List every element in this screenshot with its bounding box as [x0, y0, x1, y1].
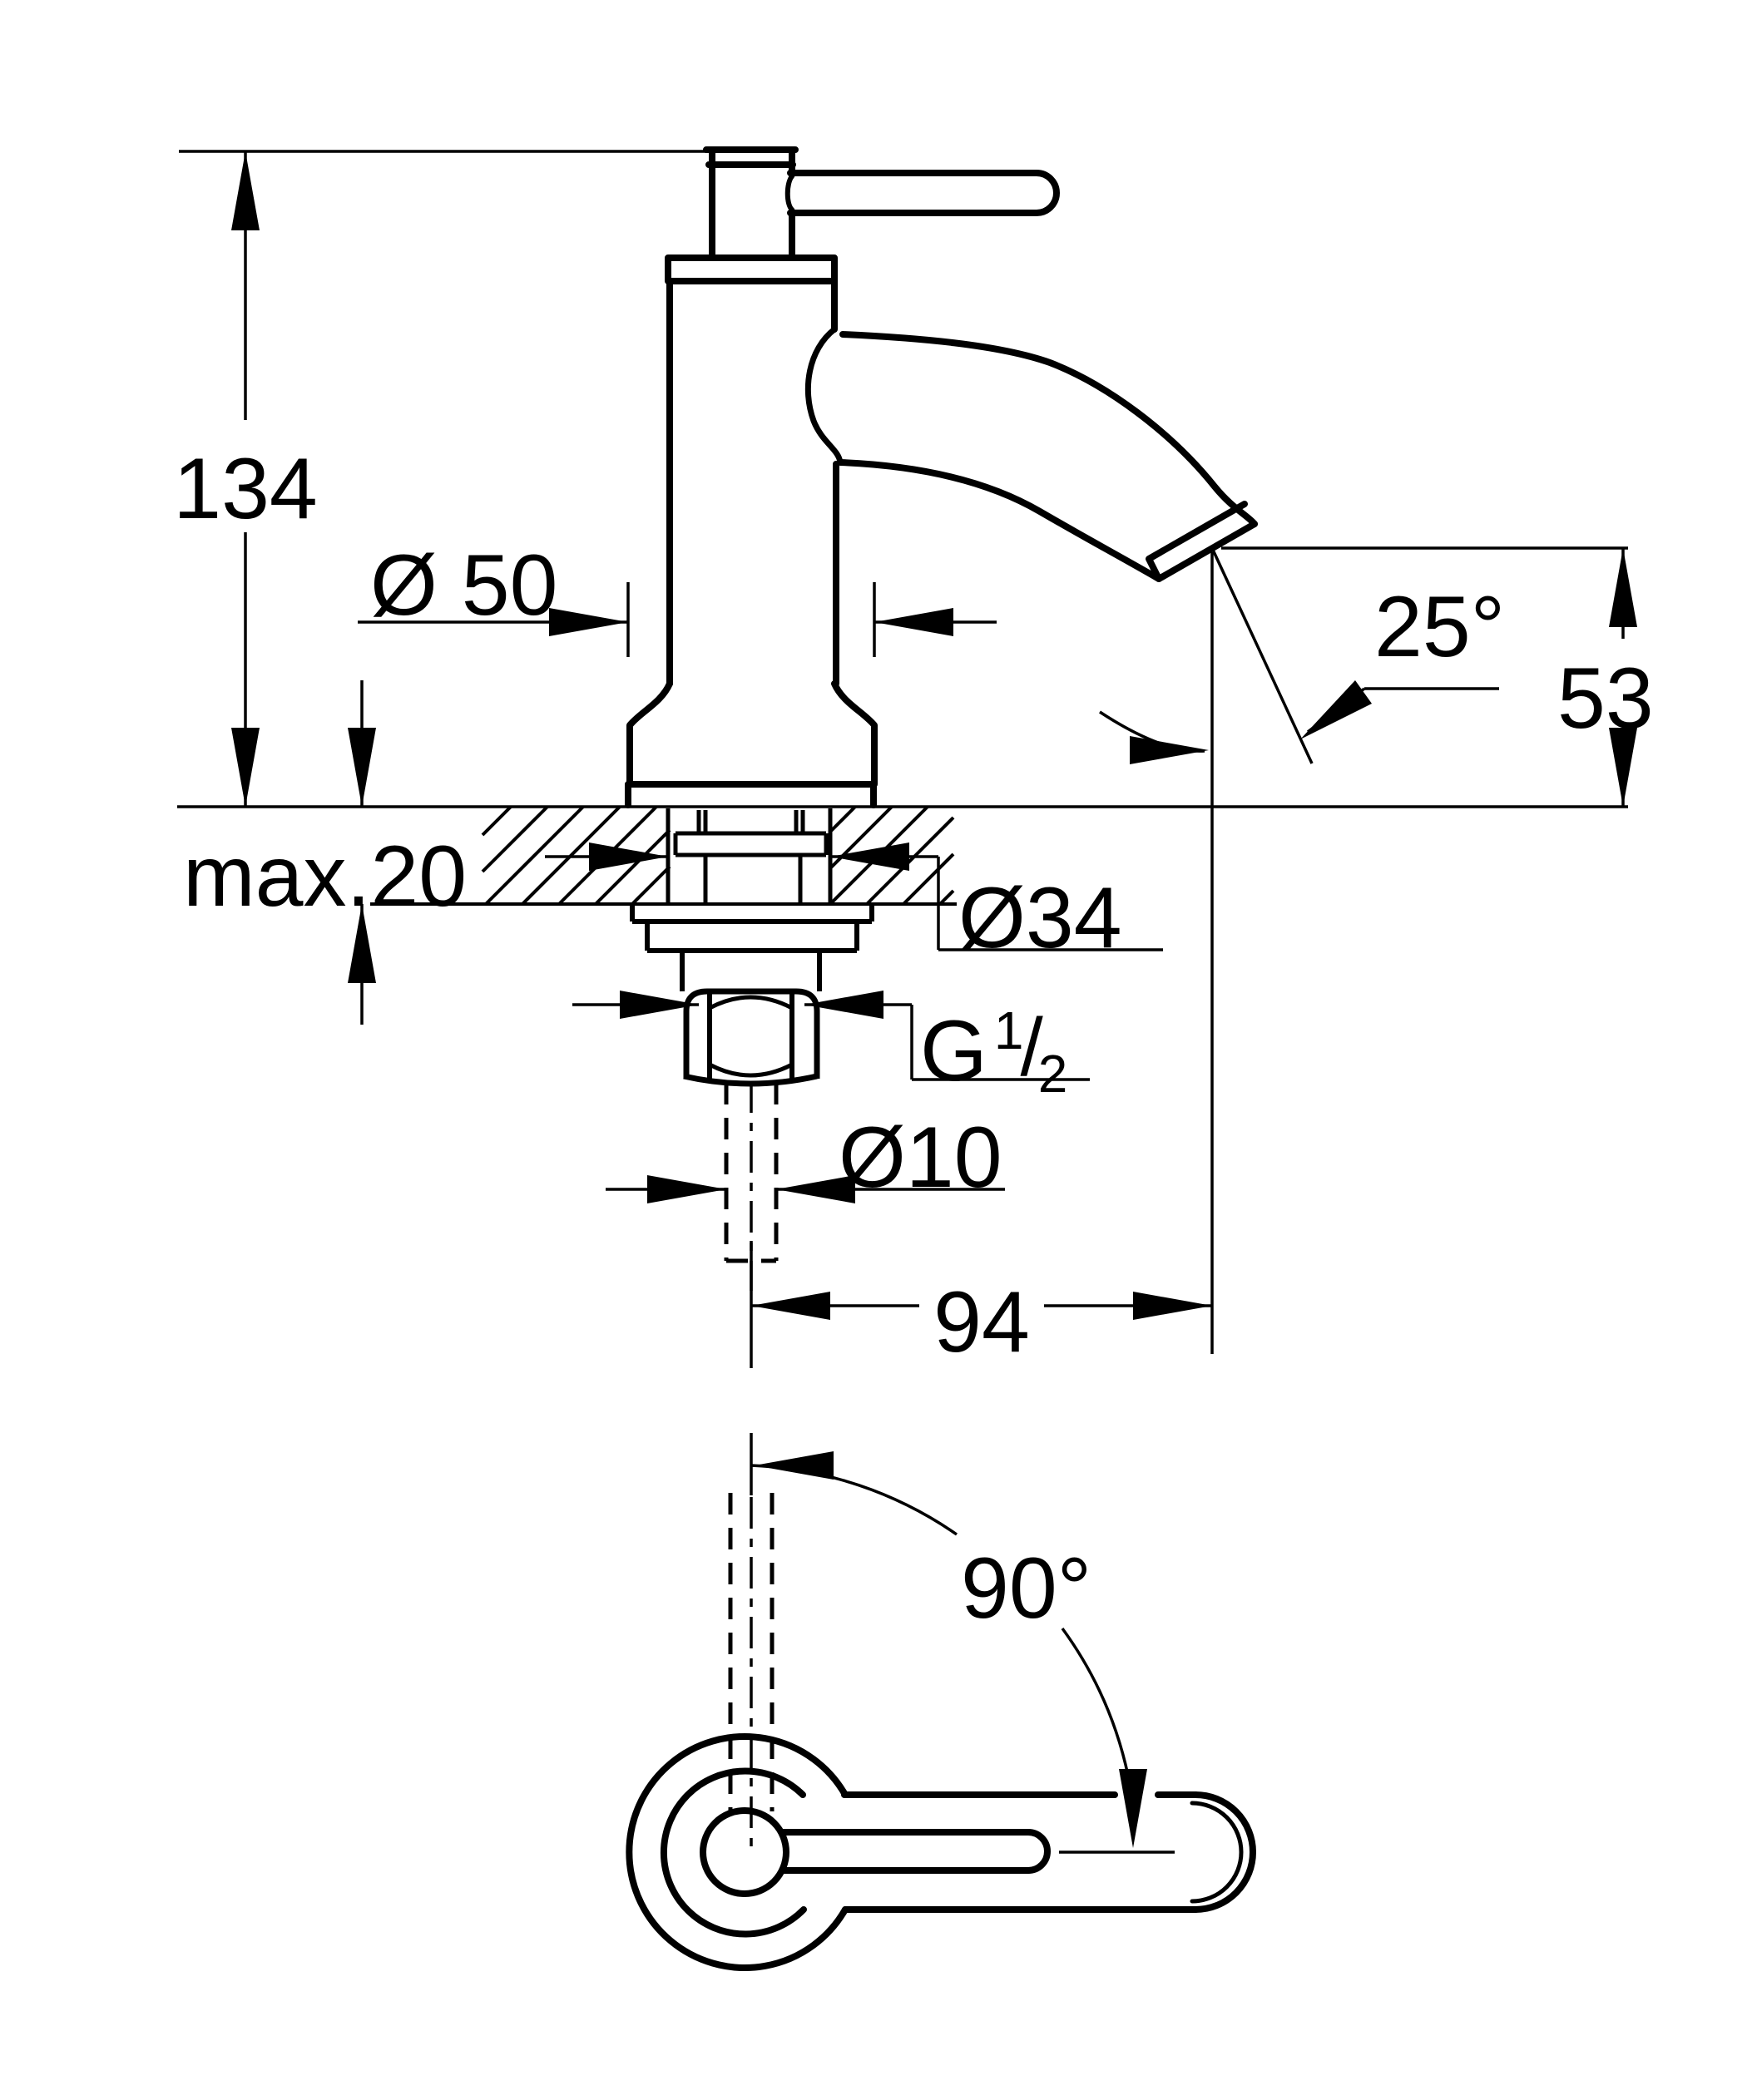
dimension-arrowheads [231, 151, 1637, 1848]
arrow-134-top [231, 151, 260, 230]
arrow-d10-left [647, 1175, 726, 1203]
washer [673, 831, 829, 857]
dimension-lines [177, 150, 1628, 1854]
fastening-stack [630, 904, 874, 1087]
arrow-g12-right [804, 991, 883, 1019]
arrow-g12-left [620, 991, 699, 1019]
spout-root-fillet [804, 326, 844, 466]
arrow-25-arc [1130, 736, 1209, 764]
shank-thread-lines [696, 810, 805, 833]
dim-94-label: 94 [933, 1274, 1030, 1371]
spout-lower-outline [837, 459, 1162, 582]
dim-90deg-label: 90° [961, 1540, 1092, 1637]
thread-numerator: 1 [993, 1001, 1024, 1060]
body-circle [660, 1767, 807, 1938]
handle-angle-rays [750, 1433, 1175, 1854]
escutcheon-base-plate [625, 781, 877, 808]
arrow-90-end [1119, 1769, 1147, 1848]
stem-neck-fillet [784, 174, 794, 212]
dim-d50-label: Ø 50 [370, 537, 558, 634]
arrow-d34-right [830, 842, 909, 871]
dim-line-94 [750, 552, 1214, 1368]
dim-134-label: 134 [173, 441, 318, 537]
spout-angle-ray [1210, 547, 1314, 764]
lever-end-cap-inner [1190, 1801, 1244, 1904]
spout-upper-outline [839, 331, 1258, 527]
arrow-134-bottom [231, 728, 260, 807]
lock-flange-2 [645, 922, 859, 953]
hole-edges [666, 808, 833, 904]
thread-slash: / [1020, 1001, 1043, 1093]
arrow-max20-bottom [348, 904, 376, 983]
lever-rod [779, 1829, 1032, 1874]
hex-nut-outline [683, 988, 820, 1079]
handle-lever [787, 170, 1060, 216]
lock-flange-1 [630, 904, 874, 924]
arrow-d10-right [776, 1175, 855, 1203]
dim-25deg-label: 25° [1374, 579, 1506, 675]
hex-nut-barrel [708, 995, 794, 1078]
arrow-53-top [1609, 548, 1637, 627]
mounting-hole-internals [666, 808, 833, 904]
lock-flange-3 [680, 951, 822, 991]
supply-pipe-bottom-view [728, 1493, 775, 1811]
supply-pipe [724, 1081, 779, 1856]
lever-rod-cap [1025, 1829, 1051, 1874]
lever-outline-bottom [841, 1791, 1199, 1913]
spout-outlet-face [1146, 501, 1258, 582]
arrow-25-leader [1300, 680, 1372, 739]
thread-prefix: G [920, 1003, 987, 1099]
dim-d34-label: Ø34 [958, 870, 1122, 966]
lever-end-cap [1192, 1791, 1256, 1913]
dim-53-label: 53 [1557, 650, 1654, 747]
arrow-53-bottom [1609, 728, 1637, 807]
arrow-d50-left [549, 608, 628, 636]
arrow-90-top [755, 1451, 834, 1480]
escutcheon-circle [626, 1733, 849, 1971]
hex-nut-facets [707, 993, 794, 1080]
supply-pipe-hidden-lines [724, 1083, 779, 1263]
thread-denominator: 2 [1037, 1044, 1068, 1104]
body-cylinder [666, 278, 839, 687]
valve-stem [703, 146, 799, 261]
faucet-front-view [625, 146, 1258, 808]
dim-d10-label: Ø10 [839, 1109, 1002, 1206]
shank [703, 855, 803, 904]
arrow-d34-left [589, 842, 668, 871]
arrow-94-right [1133, 1292, 1212, 1320]
arrow-94-left [751, 1292, 830, 1320]
stem-circle [700, 1807, 789, 1897]
faucet-bottom-view [626, 1733, 1256, 1971]
arrow-max20-top [348, 728, 376, 807]
escutcheon [626, 680, 878, 788]
arrow-d50-right [874, 608, 953, 636]
body-cap [665, 254, 838, 284]
dim-max20-label: max.20 [183, 828, 468, 925]
